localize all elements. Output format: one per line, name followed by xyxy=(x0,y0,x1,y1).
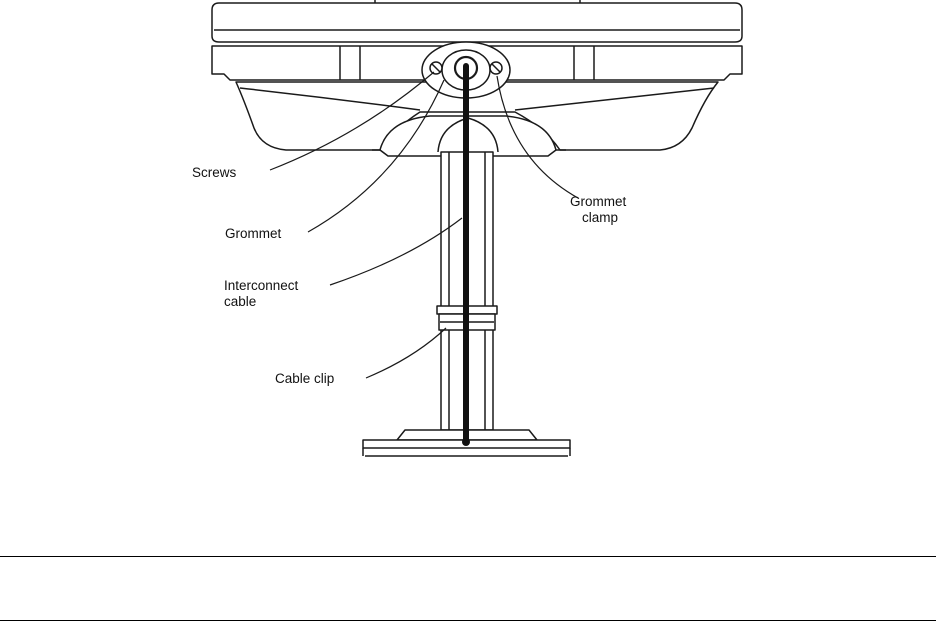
label-cable-clip: Cable clip xyxy=(275,371,334,386)
label-interconnect-cable-line-2: cable xyxy=(224,294,256,309)
label-screws: Screws xyxy=(192,165,237,180)
label-interconnect-cable: Interconnect cable xyxy=(224,278,302,309)
screw-right xyxy=(490,62,502,74)
screw-left xyxy=(430,62,442,74)
display-top-bezel xyxy=(212,0,742,42)
label-grommet-clamp: Grommet clamp xyxy=(570,194,630,225)
label-grommet: Grommet xyxy=(225,226,282,241)
label-interconnect-cable-line-1: Interconnect xyxy=(224,278,299,293)
label-grommet-clamp-line-2: clamp xyxy=(582,210,618,225)
interconnect-cable xyxy=(462,66,470,446)
divider-bottom xyxy=(0,620,936,621)
leader-cable-clip xyxy=(366,328,446,378)
divider-top xyxy=(0,556,936,557)
label-grommet-clamp-line-1: Grommet xyxy=(570,194,627,209)
